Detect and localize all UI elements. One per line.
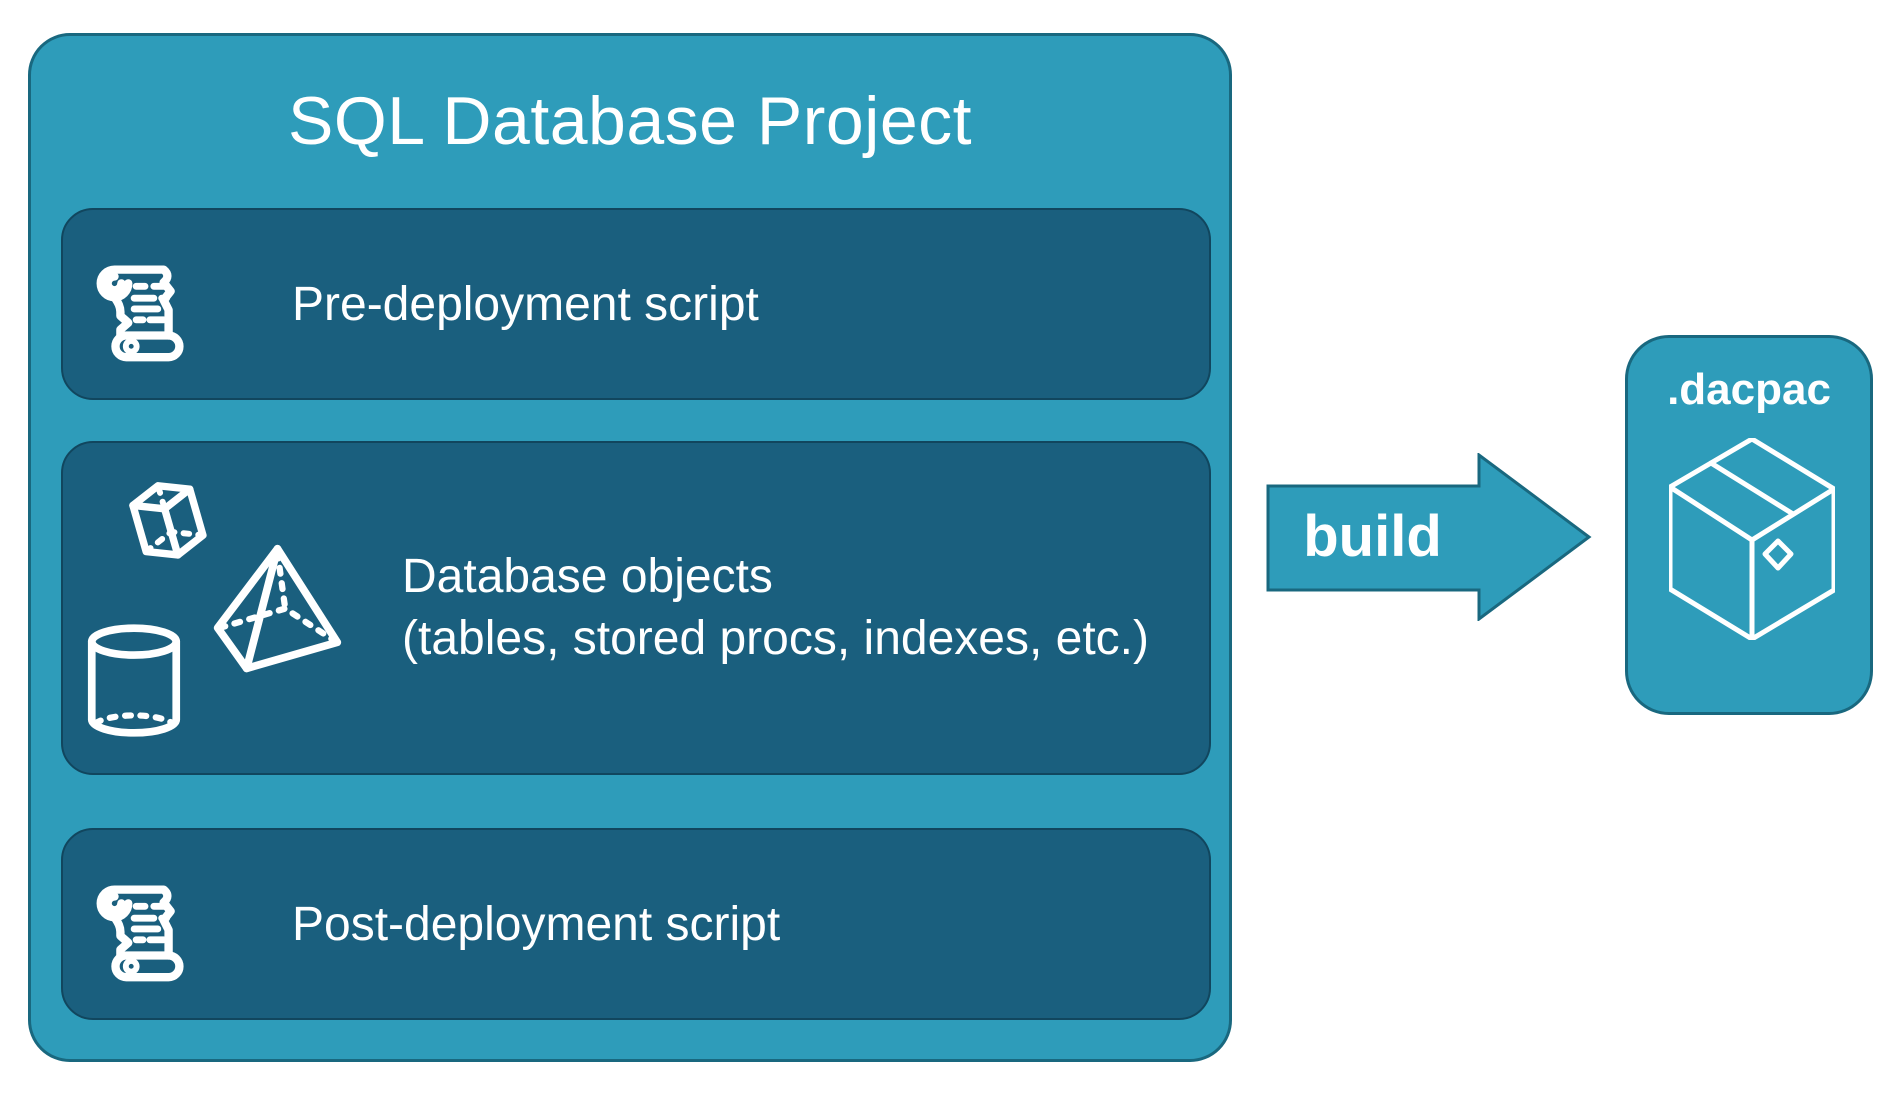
scroll-icon: [85, 247, 203, 365]
post-deployment-box: Post-deployment script: [61, 828, 1211, 1020]
database-objects-box: Database objects (tables, stored procs, …: [61, 441, 1211, 775]
build-arrow: build: [1266, 453, 1596, 621]
cube-icon: [110, 471, 232, 591]
pyramid-icon: [208, 543, 347, 678]
post-deployment-label: Post-deployment script: [292, 897, 781, 951]
cylinder-icon: [86, 623, 182, 739]
sql-database-project-box: SQL Database Project Pre-deployment scri…: [28, 33, 1232, 1062]
page-title: SQL Database Project: [287, 83, 973, 159]
dacpac-box: .dacpac: [1625, 335, 1873, 715]
scroll-icon: [85, 867, 203, 985]
build-arrow-label: build: [1303, 504, 1442, 569]
pre-deployment-box: Pre-deployment script: [61, 208, 1211, 400]
pre-deployment-label: Pre-deployment script: [292, 277, 759, 331]
database-objects-label-line2: (tables, stored procs, indexes, etc.): [402, 612, 1149, 665]
dacpac-label: .dacpac: [1667, 365, 1831, 414]
package-icon: [1669, 438, 1835, 640]
database-objects-label-line1: Database objects: [402, 550, 773, 603]
